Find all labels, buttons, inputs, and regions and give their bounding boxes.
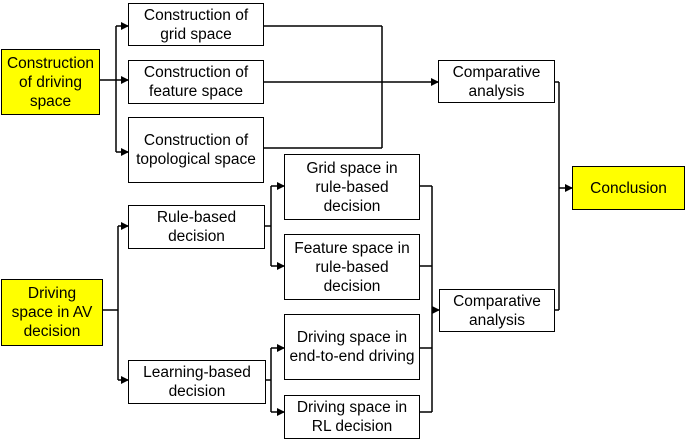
feature-space-box: Construction of feature space <box>128 60 264 104</box>
feature-rule-based-box: Feature space in rule-based decision <box>284 234 420 300</box>
conclusion-box: Conclusion <box>572 166 685 210</box>
comparative-analysis-box-top: Comparative analysis <box>438 60 555 103</box>
av-decision-box: Driving space in AV decision <box>1 279 103 346</box>
rule-based-box: Rule-based decision <box>128 205 265 249</box>
grid-space-box: Construction of grid space <box>128 3 264 46</box>
learning-based-box: Learning-based decision <box>128 360 266 404</box>
driving-space-construction-box: Construction of driving space <box>1 49 100 115</box>
grid-rule-based-box: Grid space in rule-based decision <box>284 154 420 220</box>
end-to-end-box: Driving space in end-to-end driving <box>284 314 420 380</box>
comparative-analysis-box-bottom: Comparative analysis <box>439 289 555 332</box>
rl-decision-box: Driving space in RL decision <box>284 395 420 439</box>
topological-space-box: Construction of topological space <box>128 117 264 183</box>
